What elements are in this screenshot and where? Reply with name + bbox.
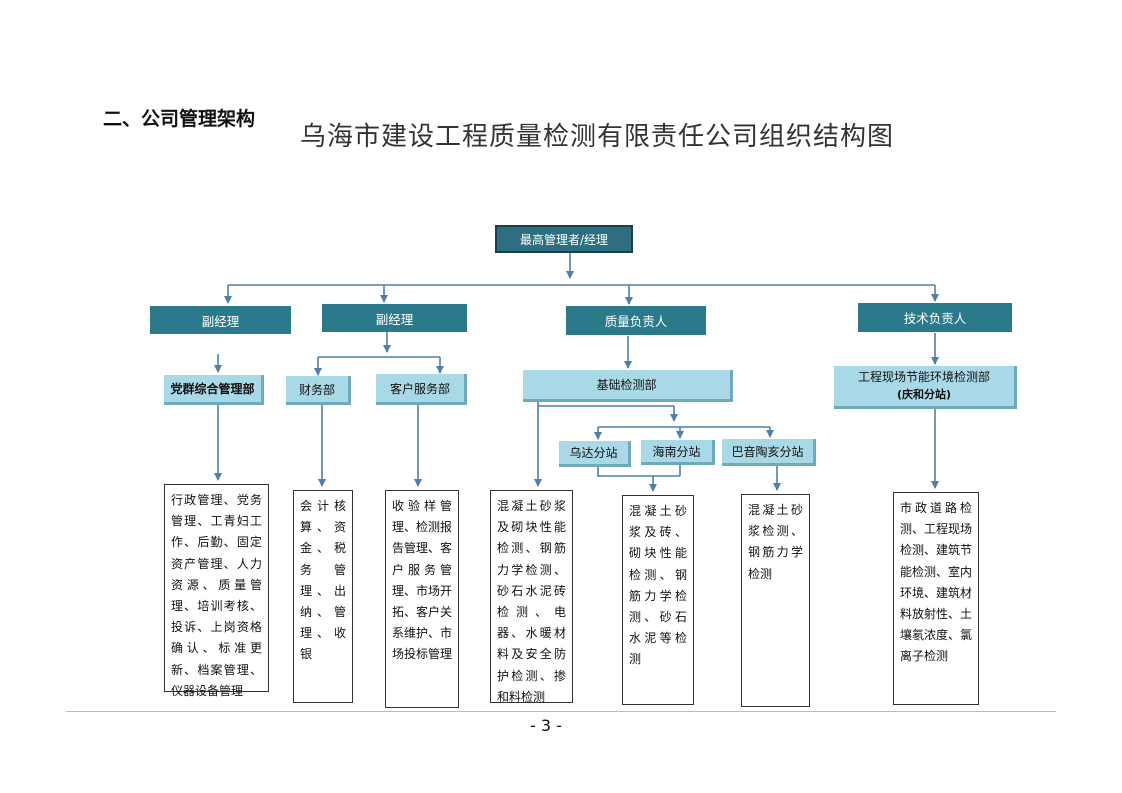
site-env-duties: 市政道路检测、工程现场检测、建筑节能检测、室内环境、建筑材料放射性、土壤氡浓度、… — [893, 492, 979, 705]
top-manager-box: 最高管理者/经理 — [495, 225, 633, 253]
finance-duties: 会计核算、资金、税务管理、出纳、管理、收银 — [293, 490, 353, 703]
page-number: - 3 - — [530, 716, 562, 735]
deputy-manager-box-1: 副经理 — [150, 306, 291, 334]
party-admin-dept-box: 党群综合管理部 — [164, 375, 264, 405]
quality-head-box: 质量负责人 — [566, 306, 706, 335]
foundation-testing-dept-box: 基础检测部 — [523, 370, 733, 402]
station-bayin-duties: 混凝土砂浆检测、钢筋力学检测 — [741, 494, 810, 707]
stations-wuda-hainan-duties: 混凝土砂浆及砖、砌块性能检测、钢筋力学检测、砂石水泥等检测 — [622, 495, 694, 705]
site-env-testing-dept-box: 工程现场节能环境检测部 (庆和分站) — [834, 366, 1017, 409]
footer-divider — [66, 711, 1056, 712]
site-env-dept-subtitle: (庆和分站) — [896, 388, 952, 401]
site-env-dept-title: 工程现场节能环境检测部 — [857, 370, 990, 384]
customer-service-dept-box: 客户服务部 — [376, 374, 467, 405]
foundation-duties: 混凝土砂浆及砌块性能检测、钢筋力学检测、砂石水泥砖检测、电器、水暖材料及安全防护… — [490, 490, 573, 704]
party-admin-duties: 行政管理、党务管理、工青妇工作、后勤、固定资产管理、人力资源、质量管理、培训考核… — [164, 484, 269, 698]
technical-head-box: 技术负责人 — [858, 303, 1012, 332]
chart-title: 乌海市建设工程质量检测有限责任公司组织结构图 — [300, 122, 895, 152]
section-heading: 二、公司管理架构 — [103, 108, 256, 130]
finance-dept-box: 财务部 — [286, 376, 351, 405]
deputy-manager-box-2: 副经理 — [322, 304, 467, 332]
bayin-station-box: 巴音陶亥分站 — [722, 439, 816, 466]
hainan-station-box: 海南分站 — [641, 440, 715, 465]
customer-service-duties: 收验样管理、检测报告管理、客户服务管理、市场开拓、客户关系维护、市场投标管理 — [385, 490, 459, 708]
wuda-station-box: 乌达分站 — [559, 441, 631, 467]
connector — [597, 466, 680, 477]
